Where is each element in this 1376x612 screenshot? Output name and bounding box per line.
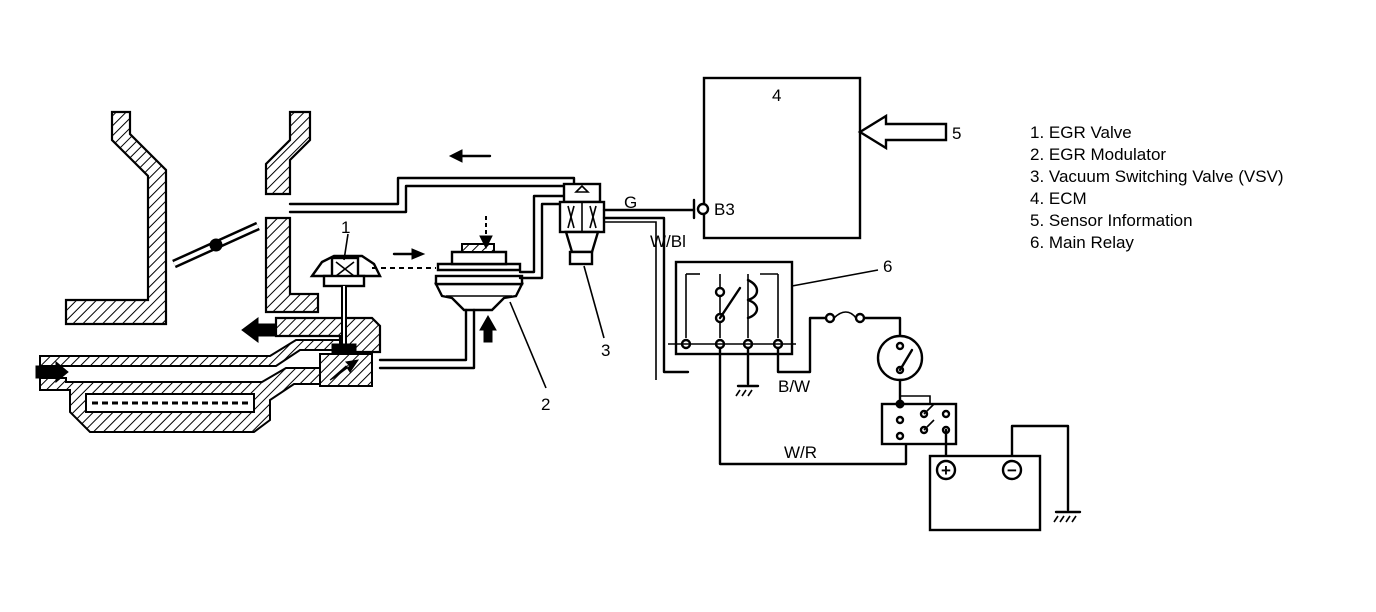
main-relay xyxy=(668,260,879,356)
wire-label-bw: B/W xyxy=(778,377,810,396)
exhaust-pipe xyxy=(35,317,341,433)
wire-label-wr: W/R xyxy=(784,443,817,462)
legend-item-egr-modulator: 2. EGR Modulator xyxy=(1030,145,1166,164)
legend-item-vsv: 3. Vacuum Switching Valve (VSV) xyxy=(1030,167,1284,186)
label-3: 3 xyxy=(601,341,610,360)
ecm-box xyxy=(692,76,862,240)
throttle-plate xyxy=(172,221,260,269)
wire-label-wbl: W/Bl xyxy=(650,232,686,251)
relay-wiring xyxy=(718,311,1082,523)
legend-item-main-relay: 6. Main Relay xyxy=(1030,233,1134,252)
label-5: 5 xyxy=(952,124,961,143)
sensor-input-arrow xyxy=(857,113,948,151)
legend-item-egr-valve: 1. EGR Valve xyxy=(1030,123,1132,142)
minus-icon: − xyxy=(1007,461,1017,480)
battery-plus-terminal xyxy=(935,459,957,481)
callout-leaders xyxy=(343,233,605,389)
battery: + − xyxy=(928,454,1042,532)
label-2: 2 xyxy=(541,395,550,414)
wire-label-g: G xyxy=(624,193,637,212)
intake-manifold xyxy=(64,110,382,354)
label-1: 1 xyxy=(341,218,350,237)
vacuum-switching-valve xyxy=(558,182,696,380)
legend-item-sensor-information: 5. Sensor Information xyxy=(1030,211,1193,230)
label-6: 6 xyxy=(883,257,892,276)
egr-valve xyxy=(309,254,382,387)
legend-item-ecm: 4. ECM xyxy=(1030,189,1087,208)
battery-minus-terminal xyxy=(1001,459,1023,481)
vacuum-hoses xyxy=(288,149,576,370)
terminal-label-b3: B3 xyxy=(714,200,735,219)
legend: 1. EGR Valve 2. EGR Modulator 3. Vacuum … xyxy=(1030,123,1284,252)
label-4: 4 xyxy=(772,86,781,105)
egr-modulator xyxy=(434,216,524,343)
labels: 1 2 3 4 5 6 G B3 W/Bl B/W W/R xyxy=(341,86,961,462)
plus-icon: + xyxy=(941,461,951,480)
